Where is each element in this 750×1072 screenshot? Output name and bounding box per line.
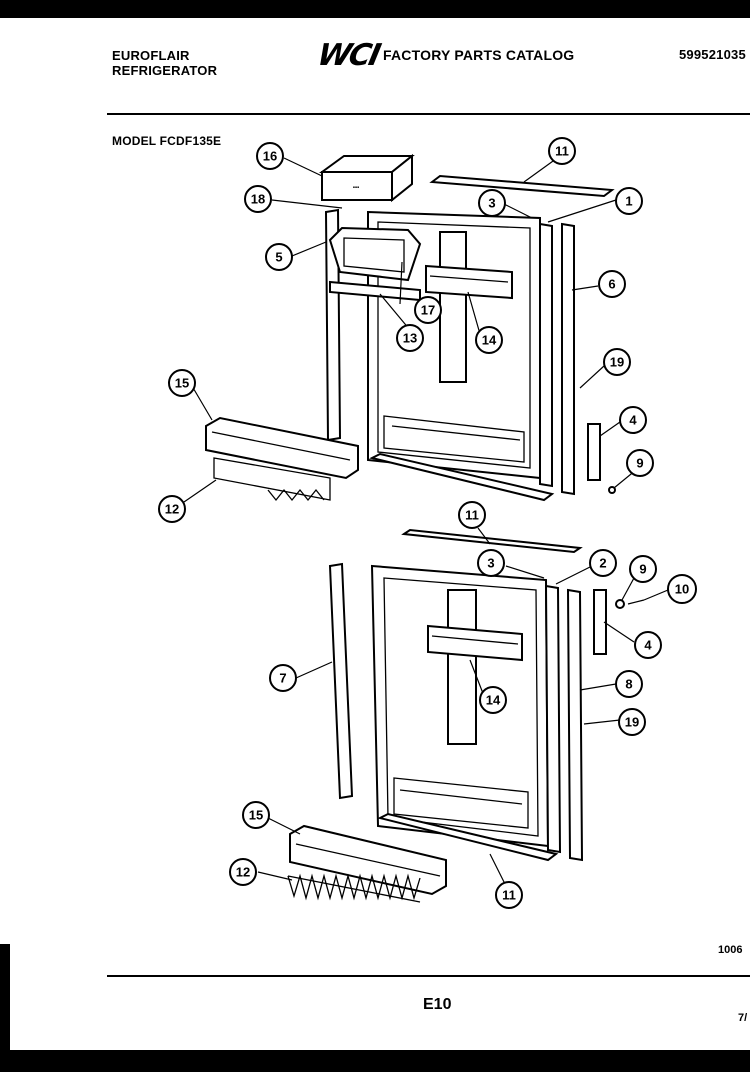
- svg-text:16: 16: [263, 149, 277, 164]
- callout-19-lower: 19: [618, 708, 646, 736]
- leader-lines: [183, 155, 669, 887]
- callout-16: 16: [256, 142, 284, 170]
- svg-text:9: 9: [636, 456, 643, 471]
- footer-rule: [107, 975, 750, 977]
- callout-11-upper: 11: [548, 137, 576, 165]
- part-hinge-upper: [587, 423, 601, 481]
- svg-text:17: 17: [421, 303, 435, 318]
- svg-text:15: 15: [175, 376, 189, 391]
- svg-text:8: 8: [625, 677, 632, 692]
- svg-text:5: 5: [275, 250, 282, 265]
- part-screw-lower: [627, 599, 645, 605]
- footer-date-fragment: 7/: [738, 1012, 748, 1024]
- part-screw-upper: [608, 486, 616, 494]
- part-gasket-lower: [544, 584, 562, 854]
- svg-text:11: 11: [555, 144, 569, 159]
- svg-text:6: 6: [608, 277, 615, 292]
- brand-name: EUROFLAIR REFRIGERATOR: [112, 48, 217, 78]
- part-rack-lower: [427, 589, 523, 745]
- part-bottom-trim-lower: [377, 812, 559, 862]
- callout-15-lower: 15: [242, 801, 270, 829]
- callout-9-lower: 9: [629, 555, 657, 583]
- part-grille-lower: [287, 873, 421, 903]
- svg-text:7: 7: [279, 671, 286, 686]
- brand-line-2: REFRIGERATOR: [112, 63, 218, 78]
- svg-text:11: 11: [465, 508, 479, 523]
- svg-text:2: 2: [599, 556, 606, 571]
- part-kickplate-lower: [289, 824, 447, 896]
- svg-text:15: 15: [249, 808, 263, 823]
- callout-1: 1: [615, 187, 643, 215]
- scan-border-left: [0, 944, 10, 1050]
- scan-border-bottom: [0, 1050, 750, 1072]
- callout-18: 18: [244, 185, 272, 213]
- callout-6: 6: [598, 270, 626, 298]
- part-bottom-trim-upper: [369, 452, 555, 502]
- part-rack-upper: [425, 231, 513, 383]
- callout-12-upper: 12: [158, 495, 186, 523]
- part-top-trim-upper: [429, 174, 615, 198]
- part-strip-right-lower: [566, 588, 584, 862]
- svg-text:11: 11: [502, 888, 516, 903]
- callout-4-upper: 4: [619, 406, 647, 434]
- model-label: MODEL FCDF135E: [112, 134, 222, 148]
- svg-text:10: 10: [675, 582, 689, 597]
- callout-11-middle: 11: [458, 501, 486, 529]
- callout-19-upper: 19: [603, 348, 631, 376]
- callout-17: 17: [414, 296, 442, 324]
- callout-13: 13: [396, 324, 424, 352]
- header-rule: [107, 113, 750, 115]
- svg-text:4: 4: [629, 413, 637, 428]
- part-control-housing: ▪▪▪: [318, 153, 415, 203]
- svg-text:3: 3: [488, 196, 495, 211]
- part-kickplate-upper: [205, 416, 359, 480]
- svg-text:1: 1: [625, 194, 632, 209]
- part-door-bucket-upper: [328, 226, 422, 282]
- part-door-strip-left-lower: [328, 562, 354, 800]
- part-strip-right-upper: [561, 222, 575, 496]
- svg-text:19: 19: [625, 715, 639, 730]
- part-gasket-upper: [539, 222, 553, 488]
- part-hinge-lower: [593, 589, 607, 655]
- callout-2: 2: [589, 549, 617, 577]
- svg-text:19: 19: [610, 355, 624, 370]
- callout-3-upper: 3: [478, 189, 506, 217]
- svg-text:4: 4: [644, 638, 652, 653]
- callout-3-lower: 3: [477, 549, 505, 577]
- callout-15-upper: 15: [168, 369, 196, 397]
- svg-text:18: 18: [251, 192, 265, 207]
- svg-text:▪▪▪: ▪▪▪: [353, 185, 359, 191]
- svg-text:12: 12: [165, 502, 179, 517]
- callout-7: 7: [269, 664, 297, 692]
- callout-12-lower: 12: [229, 858, 257, 886]
- svg-text:13: 13: [403, 331, 417, 346]
- catalog-title: FACTORY PARTS CATALOG: [383, 47, 575, 63]
- callout-14-lower: 14: [479, 686, 507, 714]
- callout-5: 5: [265, 243, 293, 271]
- callout-4-lower: 4: [634, 631, 662, 659]
- callout-9-upper: 9: [626, 449, 654, 477]
- part-spacer-lower: [615, 599, 625, 609]
- svg-text:9: 9: [639, 562, 646, 577]
- part-grille-upper: [213, 457, 331, 502]
- part-top-trim-lower: [401, 528, 583, 554]
- svg-text:12: 12: [236, 865, 250, 880]
- svg-text:3: 3: [487, 556, 494, 571]
- page-number: E10: [423, 996, 452, 1013]
- part-door-strip-left-upper: [324, 208, 342, 442]
- brand-line-1: EUROFLAIR: [112, 48, 190, 63]
- scan-border-top: [0, 0, 750, 18]
- callout-8: 8: [615, 670, 643, 698]
- callout-14-upper: 14: [475, 326, 503, 354]
- svg-text:14: 14: [482, 333, 497, 348]
- callout-11-lower: 11: [495, 881, 523, 909]
- svg-text:14: 14: [486, 693, 501, 708]
- callout-10: 10: [667, 574, 697, 604]
- catalog-number: 599521035: [679, 47, 746, 62]
- footer-code: 1006: [718, 944, 743, 956]
